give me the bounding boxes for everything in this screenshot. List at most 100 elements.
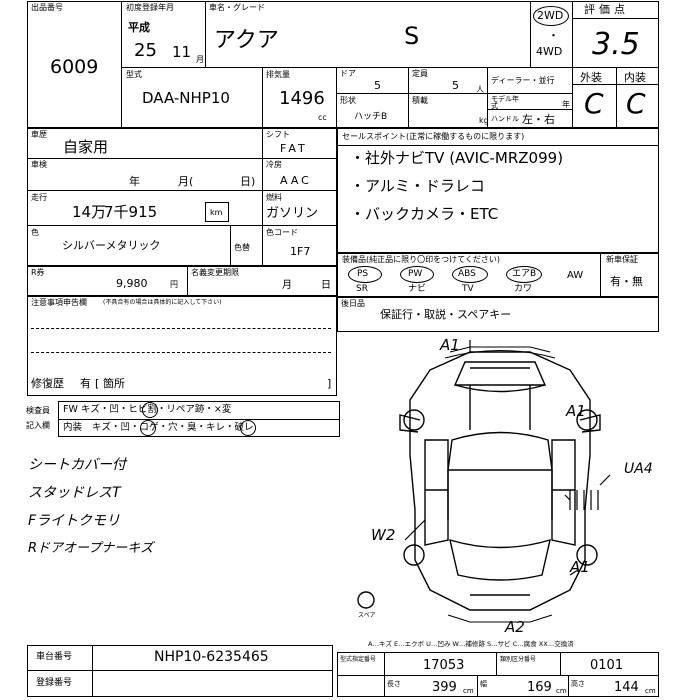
recycle-frame [27, 266, 337, 296]
displacement-unit: cc [318, 113, 327, 122]
title-deadline-label: 名義変更期限 [191, 268, 239, 277]
handwritten-1: シートカバー付 [28, 457, 126, 473]
equip-pw: PW [408, 269, 423, 279]
capacity-unit: 人 [476, 85, 484, 94]
equip-sr: SR [356, 284, 368, 294]
shape-label: 形状 [340, 96, 356, 105]
handwritten-2: スタッドレスT [28, 485, 121, 501]
equip-ps: PS [357, 269, 369, 279]
recycle-unit: 円 [170, 280, 178, 289]
recycle-label: R券 [31, 268, 45, 277]
accessories-label: 後日品 [341, 299, 365, 308]
usage-label: 車歴 [31, 130, 47, 139]
sheet-top-frame [27, 1, 659, 128]
mileage-sen: 7千915 [104, 203, 158, 221]
capacity-label: 定員 [412, 69, 428, 78]
accessories-frame [337, 297, 659, 332]
sales-item-3: ・バックカメラ・ETC [350, 205, 499, 223]
width-value: 169 [527, 680, 552, 695]
color-value: シルバーメタリック [62, 239, 161, 252]
color-code-value: 1F7 [290, 245, 311, 258]
score-value: 3.5 [592, 27, 640, 62]
damage-mark-6: A2 [505, 618, 525, 636]
height-label: 高さ [571, 680, 585, 688]
fuel-label: 燃料 [266, 193, 282, 202]
usage-value: 自家用 [63, 138, 109, 156]
drive-2wd: 2WD [537, 9, 564, 22]
sales-frame [337, 128, 659, 253]
equipment-label: 装備品(純正品に限り〇印をつけてください) [342, 255, 501, 264]
car-grade: S [404, 22, 420, 50]
first-reg-month: 11 [172, 43, 192, 61]
length-unit: cm [463, 687, 474, 695]
width-unit: cm [556, 687, 567, 695]
title-deadline-day: 日 [321, 280, 331, 291]
mileage-label: 走行 [31, 193, 47, 202]
kg-unit: kg [479, 116, 489, 125]
class-number-label: 類別区分番号 [500, 656, 537, 663]
new-warranty-label: 新車保証 [606, 255, 638, 264]
exterior-label: 外装 [580, 71, 602, 84]
first-reg-label: 初度登録年月 [126, 3, 174, 12]
notes-label: 注意事項申告欄 [31, 298, 87, 307]
notes-frame [27, 296, 337, 396]
inspector-row-2-prefix: 内装 [63, 422, 83, 433]
equip-aw: AW [567, 270, 584, 281]
interior-value: C [626, 87, 646, 120]
length-label: 長さ [387, 680, 401, 688]
mileage-unit: km [210, 208, 223, 217]
drive-4wd: 4WD [536, 45, 563, 58]
handwritten-4: Rドアオープナーキズ [28, 541, 154, 556]
damage-mark-1: A1 [440, 336, 460, 354]
equip-leather: カワ [514, 284, 533, 294]
first-reg-year: 25 [134, 40, 157, 61]
ac-value: AAC [280, 174, 312, 187]
repair-history-value: 有 [80, 377, 91, 390]
handwritten-3: Fライトクモリ [28, 513, 121, 529]
notes-sub: (不具合有の場合は具体的に記入して下さい) [103, 299, 222, 306]
inspection-label: 車検 [31, 160, 47, 169]
exterior-value: C [584, 87, 604, 120]
model-value: DAA-NHP10 [142, 89, 230, 107]
equipment-frame [337, 253, 659, 297]
car-label: 車名・グレード [209, 3, 265, 12]
length-value: 399 [432, 680, 457, 695]
chassis-label: 車台番号 [36, 652, 73, 662]
sales-item-2: ・アルミ・ドラレコ [350, 177, 485, 195]
accessories-value: 保証行・取説・スペアキー [380, 308, 512, 321]
repair-history-label: 修復歴 [31, 377, 64, 390]
color-change-label: 色替 [234, 243, 250, 252]
type-frame [337, 652, 659, 697]
mileage-man: 14万 [72, 203, 107, 221]
color-label: 色 [31, 228, 39, 237]
shape-value: ハッチB [354, 112, 388, 122]
inspector-label: 検査員 [26, 406, 50, 415]
doors-value: 5 [374, 79, 381, 92]
recycle-value: 9,980 [116, 277, 148, 290]
inspection-month: 月( [178, 175, 194, 188]
handle-label: ハンドル [491, 115, 519, 123]
title-deadline-month: 月 [282, 280, 292, 291]
inspection-day: 日) [240, 175, 256, 188]
damage-legend: A…キズ E…エクボ U…凹み W…補修跡 S…サビ C…腐食 XX…交換済 [368, 640, 574, 648]
chassis-frame [27, 645, 333, 697]
spare-label: スペア [358, 612, 376, 619]
equip-navi: ナビ [408, 284, 427, 294]
damage-mark-5: A1 [570, 558, 590, 576]
drive-2wd-circle [533, 6, 569, 26]
shift-label: シフト [266, 130, 290, 139]
load-label: 積載 [412, 96, 428, 105]
damage-mark-3: UA4 [624, 461, 653, 477]
height-value: 144 [614, 680, 639, 695]
sales-label: セールスポイント(正常に稼働するものに限ります) [342, 132, 525, 141]
equip-abs: ABS [458, 269, 476, 279]
interior-label: 内装 [624, 71, 646, 84]
model-label: 型式 [126, 70, 142, 79]
model-year-unit: 年 [562, 100, 570, 109]
lot-number: 6009 [50, 56, 99, 78]
repair-history-suffix: 箇所 [103, 377, 125, 390]
capacity-value: 5 [452, 79, 459, 92]
score-label: 評価点 [584, 3, 629, 16]
lot-label: 出品番号 [31, 3, 63, 12]
dealer-label: ディーラー・並行 [491, 76, 555, 85]
